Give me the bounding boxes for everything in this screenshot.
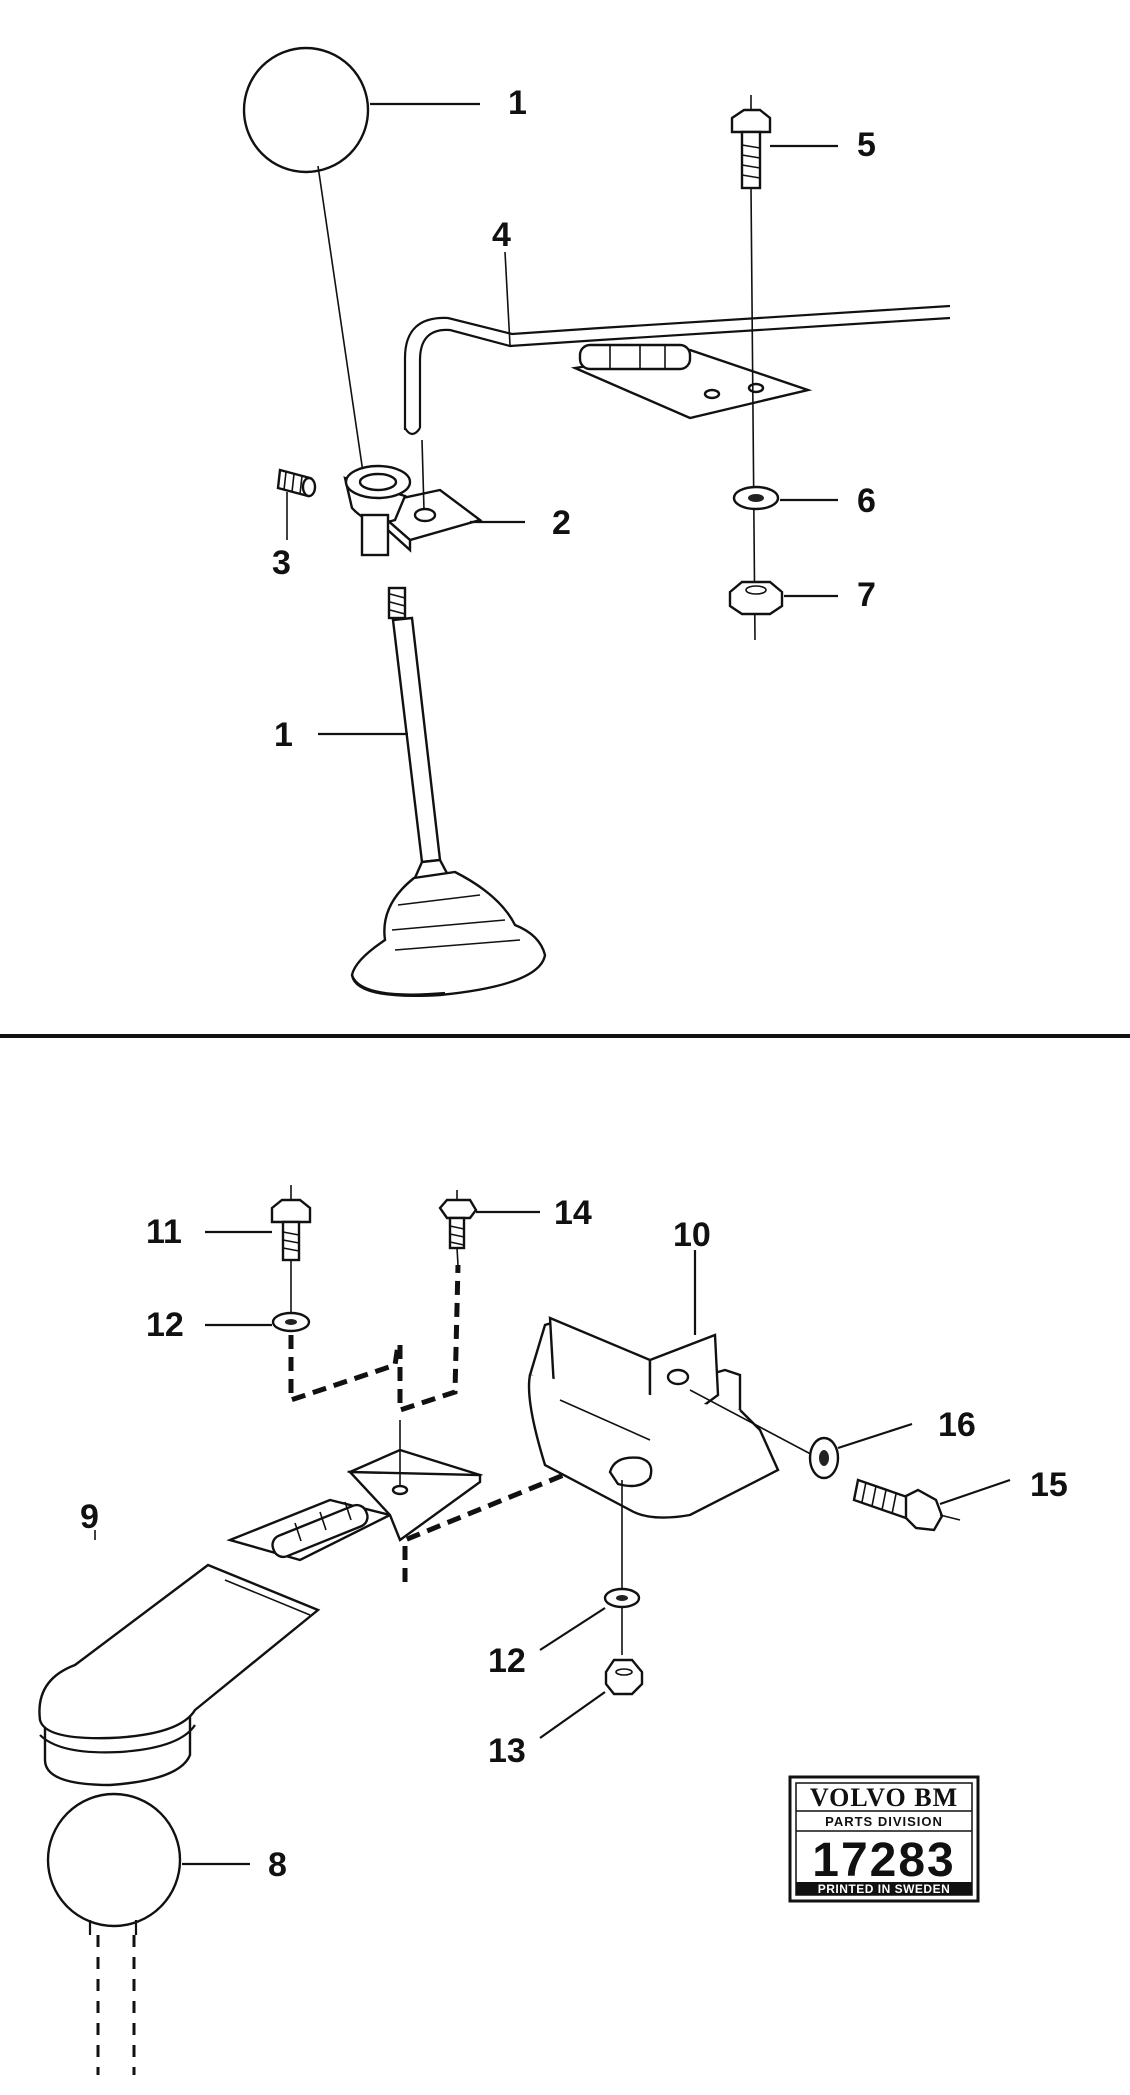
bracket-part-10 xyxy=(527,1316,823,1588)
callout-5: 5 xyxy=(857,126,876,164)
washer-part-16 xyxy=(808,1436,840,1480)
assembly-line-b xyxy=(397,1264,461,1414)
leader-16 xyxy=(837,1422,913,1450)
stamp-printed: PRINTED IN SWEDEN xyxy=(818,1882,951,1896)
callout-12b: 12 xyxy=(488,1642,526,1680)
callout-15: 15 xyxy=(1030,1466,1068,1504)
callout-6: 6 xyxy=(857,482,876,520)
assembly-line-c xyxy=(402,1438,631,1582)
stamp-division: PARTS DIVISION xyxy=(825,1814,943,1829)
bolt-part-11 xyxy=(270,1185,312,1315)
leader-13 xyxy=(539,1691,606,1739)
knob-part-1 xyxy=(242,46,371,521)
callout-1b: 1 xyxy=(274,716,293,754)
washer-part-12-lower xyxy=(603,1587,641,1655)
leader-4 xyxy=(504,251,511,346)
callout-10: 10 xyxy=(673,1216,711,1254)
hinge-plate-part-9 xyxy=(226,1420,484,1562)
callout-7: 7 xyxy=(857,576,876,614)
lever-part-1 xyxy=(350,586,547,998)
callout-3: 3 xyxy=(272,544,291,582)
volvo-bm-stamp: VOLVO BM PARTS DIVISION 17283 PRINTED IN… xyxy=(788,1775,980,1903)
bolt-part-5 xyxy=(730,95,772,641)
nut-part-13 xyxy=(604,1658,644,1696)
hinge-plate-top xyxy=(570,343,813,420)
washer-part-12-upper xyxy=(271,1311,311,1333)
setscrew-part-3 xyxy=(276,468,317,540)
clamp-socket xyxy=(343,464,412,557)
knob-part-8 xyxy=(46,1792,182,2075)
callout-9: 9 xyxy=(80,1498,99,1536)
stamp-number: 17283 xyxy=(812,1834,955,1887)
callout-4: 4 xyxy=(492,216,511,254)
rod-part-4 xyxy=(403,304,951,436)
callout-16: 16 xyxy=(938,1406,976,1444)
leader-15 xyxy=(939,1478,1011,1506)
callout-1a: 1 xyxy=(508,84,527,122)
callout-14: 14 xyxy=(554,1194,592,1232)
bolt-part-15 xyxy=(852,1478,961,1532)
screw-part-14 xyxy=(438,1190,478,1266)
callout-8: 8 xyxy=(268,1846,287,1884)
paddle-part-9 xyxy=(38,1563,321,1787)
callout-11: 11 xyxy=(146,1213,182,1251)
callout-2: 2 xyxy=(552,504,571,542)
callout-13: 13 xyxy=(488,1732,526,1770)
leader-12b xyxy=(539,1607,606,1651)
assembly-line-a xyxy=(288,1335,401,1404)
washer-part-6 xyxy=(732,485,780,511)
stamp-brand: VOLVO BM xyxy=(810,1783,958,1812)
nut-part-7 xyxy=(728,580,784,616)
callout-12a: 12 xyxy=(146,1306,184,1344)
